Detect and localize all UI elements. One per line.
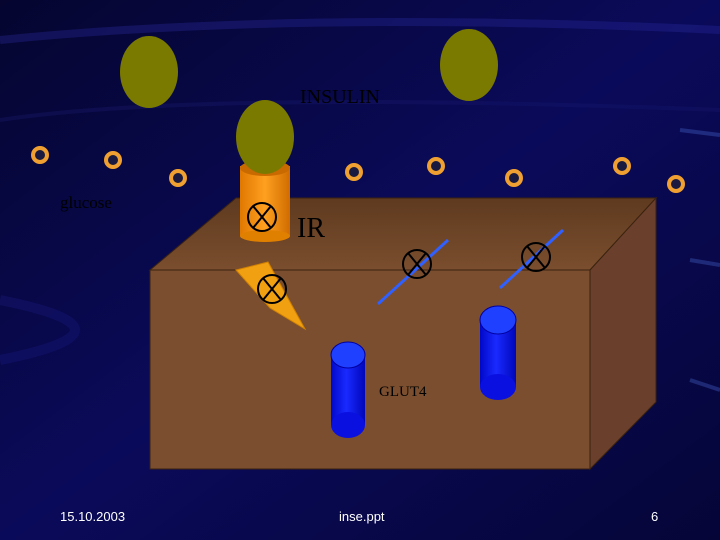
glucose-ring-icon — [31, 146, 49, 164]
footer-filename: inse.ppt — [339, 509, 385, 524]
glucose-ring-icon — [505, 169, 523, 187]
circled-x-icon — [257, 274, 287, 304]
glucose-ring-icon — [104, 151, 122, 169]
glucose-molecules — [31, 146, 685, 193]
glucose-ring-icon — [427, 157, 445, 175]
glut4-label: GLUT4 — [379, 384, 427, 400]
translocation-line — [498, 228, 565, 290]
circled-x-icon — [247, 202, 277, 232]
circled-x-icon — [521, 242, 551, 272]
footer-page-number: 6 — [651, 509, 659, 524]
footer-date: 15.10.2003 — [60, 509, 126, 524]
translocation-line — [376, 238, 450, 306]
glucose-ring-icon — [169, 169, 187, 187]
insulin-molecule — [120, 36, 178, 108]
background-streaks — [0, 18, 720, 392]
glut4-transporter-bottom — [480, 374, 516, 400]
receptor-label: IR — [297, 213, 325, 244]
glut4-transporter-top — [479, 305, 517, 335]
insulin-label: INSULIN — [300, 86, 380, 108]
glucose-label: glucose — [60, 193, 112, 212]
glucose-ring-icon — [667, 175, 685, 193]
glut4-transporter-bottom — [331, 412, 365, 438]
glucose-ring-icon — [613, 157, 631, 175]
glut4-transporter-top — [330, 341, 366, 369]
glucose-ring-icon — [345, 163, 363, 181]
insulin-molecule-bound — [236, 100, 294, 174]
insulin-receptor-bottom — [240, 230, 290, 242]
insulin-receptor — [240, 166, 290, 236]
insulin-molecule — [440, 29, 498, 101]
cell-front-face — [149, 269, 591, 470]
circled-x-icon — [402, 249, 432, 279]
